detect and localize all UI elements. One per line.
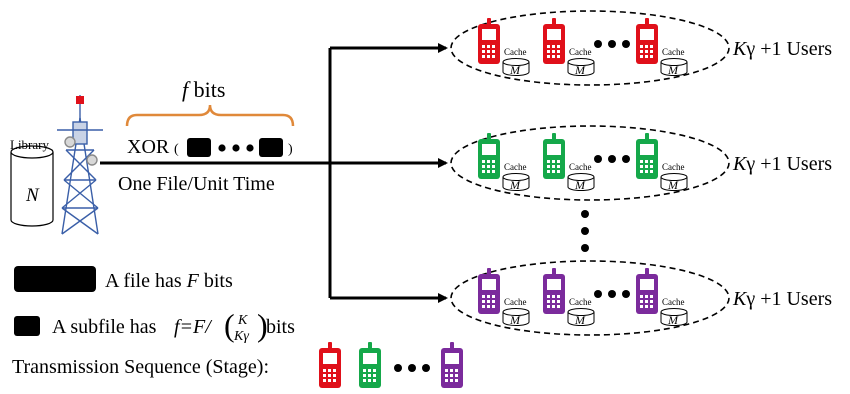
cache-size-symbol: M bbox=[667, 178, 679, 192]
group-boundary bbox=[450, 260, 730, 336]
xor-subfile-block-last bbox=[259, 138, 283, 157]
group-size-var: K bbox=[732, 288, 748, 310]
group-ellipsis-dot-1 bbox=[581, 210, 589, 218]
seq-phone-purple-icon bbox=[441, 342, 463, 388]
user-ellipsis-dot bbox=[622, 40, 630, 48]
library-label: Library bbox=[10, 137, 49, 152]
cache-size-symbol: M bbox=[667, 313, 679, 327]
xor-label: XOR bbox=[127, 136, 170, 158]
group-boundary bbox=[450, 10, 730, 86]
user-ellipsis-dot bbox=[594, 40, 602, 48]
base-station-tower-icon bbox=[57, 95, 103, 235]
binom-open-paren: ( bbox=[224, 307, 235, 343]
group-size-gamma: γ bbox=[745, 288, 755, 310]
cache-size-symbol: M bbox=[509, 178, 521, 192]
user-phone-icon bbox=[636, 268, 658, 314]
legend-file-block bbox=[14, 266, 96, 292]
seq-phone-red-icon bbox=[319, 342, 341, 388]
cache-label: Cache bbox=[662, 162, 685, 172]
file-bits-unit: bits bbox=[188, 77, 225, 102]
user-ellipsis-dot bbox=[608, 290, 616, 298]
legend-file-prefix: A file has bbox=[105, 270, 187, 292]
user-ellipsis-dot bbox=[594, 155, 602, 163]
group-size-var: K bbox=[732, 38, 748, 60]
cache-label: Cache bbox=[569, 162, 592, 172]
user-phone-icon bbox=[478, 133, 500, 179]
cache-label: Cache bbox=[569, 47, 592, 57]
binom-top: K bbox=[237, 313, 248, 328]
cache-label: Cache bbox=[569, 297, 592, 307]
legend-subfile-block bbox=[14, 316, 40, 336]
user-ellipsis-dot bbox=[622, 290, 630, 298]
library-cylinder bbox=[10, 145, 54, 227]
transmission-label: Transmission Sequence (Stage): bbox=[12, 356, 269, 378]
legend-subfile-formula: f=F/ bbox=[174, 316, 213, 338]
group-size-label: Kγ +1 Users bbox=[732, 38, 832, 60]
binom-bottom: Kγ bbox=[233, 329, 249, 344]
cache-label: Cache bbox=[504, 297, 527, 307]
bits-brace bbox=[125, 104, 295, 127]
broadcast-links bbox=[100, 43, 448, 303]
cache-size-symbol: M bbox=[509, 313, 521, 327]
cache-size-symbol: M bbox=[574, 313, 586, 327]
user-ellipsis-dot bbox=[594, 290, 602, 298]
seq-dot-2 bbox=[408, 364, 416, 372]
seq-dot-1 bbox=[394, 364, 402, 372]
group-size-label: Kγ +1 Users bbox=[732, 153, 832, 175]
legend-file-var: F bbox=[186, 270, 200, 292]
cache-label: Cache bbox=[662, 297, 685, 307]
user-phone-icon bbox=[478, 18, 500, 64]
cache-size-symbol: M bbox=[667, 63, 679, 77]
group-size-suffix: +1 Users bbox=[755, 38, 832, 60]
seq-dot-3 bbox=[422, 364, 430, 372]
binom-close-paren: ) bbox=[257, 307, 268, 343]
group-size-gamma: γ bbox=[745, 38, 755, 60]
group-ellipsis-dot-3 bbox=[581, 244, 589, 252]
user-phone-icon bbox=[543, 268, 565, 314]
cache-label: Cache bbox=[504, 162, 527, 172]
seq-phone-green-icon bbox=[359, 342, 381, 388]
user-ellipsis-dot bbox=[608, 155, 616, 163]
rate-label: One File/Unit Time bbox=[118, 173, 275, 195]
group-size-suffix: +1 Users bbox=[755, 288, 832, 310]
group-size-label: Kγ +1 Users bbox=[732, 288, 832, 310]
xor-dot-1 bbox=[218, 144, 226, 152]
cache-size-symbol: M bbox=[574, 178, 586, 192]
group-boundary bbox=[450, 125, 730, 201]
xor-open-paren: ( bbox=[174, 142, 179, 157]
cache-size-symbol: M bbox=[509, 63, 521, 77]
tower-light-icon bbox=[76, 96, 84, 104]
legend-subfile-prefix: A subfile has bbox=[52, 316, 157, 338]
cache-label: Cache bbox=[662, 47, 685, 57]
library-symbol: N bbox=[25, 185, 40, 206]
user-ellipsis-dot bbox=[622, 155, 630, 163]
group-size-gamma: γ bbox=[745, 153, 755, 175]
user-phone-icon bbox=[543, 133, 565, 179]
xor-close-paren: ) bbox=[288, 142, 293, 157]
group-size-suffix: +1 Users bbox=[755, 153, 832, 175]
user-phone-icon bbox=[636, 18, 658, 64]
user-phone-icon bbox=[543, 18, 565, 64]
user-ellipsis-dot bbox=[608, 40, 616, 48]
group-ellipsis-dot-2 bbox=[581, 227, 589, 235]
xor-dot-3 bbox=[246, 144, 254, 152]
user-phone-icon bbox=[478, 268, 500, 314]
user-phone-icon bbox=[636, 133, 658, 179]
cache-size-symbol: M bbox=[574, 63, 586, 77]
cache-label: Cache bbox=[504, 47, 527, 57]
group-size-var: K bbox=[732, 153, 748, 175]
file-bits-var: f bbox=[182, 77, 191, 102]
legend-file-suffix: bits bbox=[199, 270, 233, 292]
file-bits-label: f bits bbox=[182, 77, 225, 102]
xor-dot-2 bbox=[232, 144, 240, 152]
legend-file-text: A file has F bits bbox=[105, 270, 233, 292]
legend-subfile-suffix: bits bbox=[266, 316, 295, 338]
xor-subfile-block-first bbox=[187, 138, 211, 157]
